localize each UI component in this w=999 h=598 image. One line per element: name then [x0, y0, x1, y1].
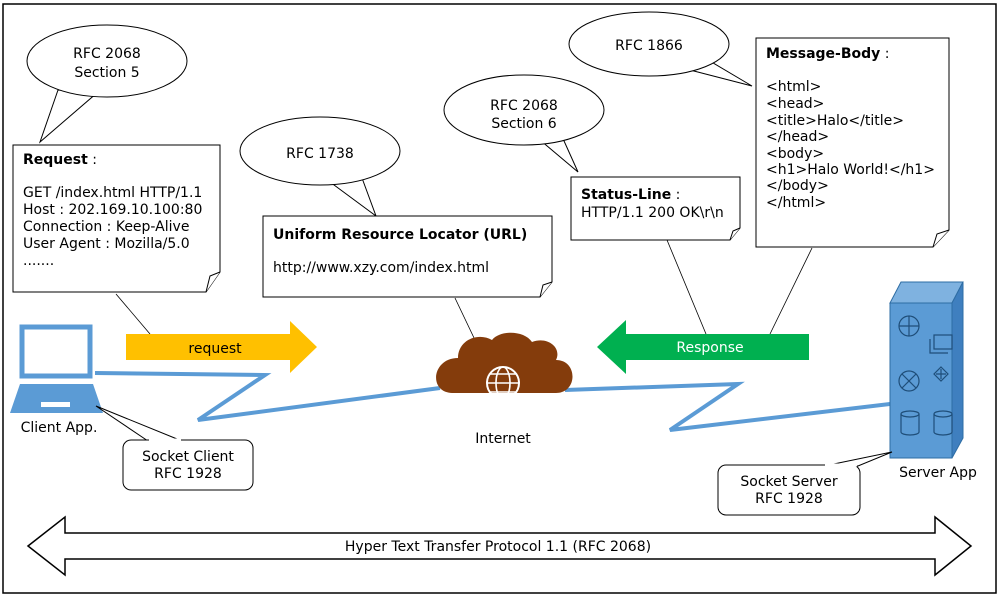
- socket-client-line2: RFC 1928: [154, 466, 222, 482]
- internet-label: Internet: [475, 431, 531, 447]
- response-arrow-label: Response: [676, 340, 743, 356]
- body-line-8: </html>: [766, 195, 826, 211]
- socket-server-line2: RFC 1928: [755, 491, 823, 507]
- body-line-7: </body>: [766, 178, 829, 194]
- svg-text:Request :: Request :: [23, 152, 97, 168]
- diagram-frame: [2, 3, 997, 594]
- status-note: Status-Line : HTTP/1.1 200 OK\r\n: [570, 176, 741, 241]
- status-note-title: Status-Line: [581, 187, 671, 203]
- callout-rfc2068-s5-line2: Section 5: [74, 65, 139, 81]
- request-note-colon: :: [88, 152, 97, 168]
- protocol-double-arrow: Hyper Text Transfer Protocol 1.1 (RFC 20…: [26, 515, 973, 577]
- url-note-title: Uniform Resource Locator (URL): [273, 227, 527, 243]
- callout-rfc1738-text: RFC 1738: [286, 146, 354, 162]
- svg-text:Status-Line :: Status-Line :: [581, 187, 680, 203]
- server-link: [564, 381, 891, 432]
- request-line-1: GET /index.html HTTP/1.1: [23, 185, 202, 201]
- body-line-2: <head>: [766, 96, 824, 112]
- url-pointer: [454, 297, 476, 341]
- request-line-5: .......: [23, 253, 54, 269]
- laptop-icon: [10, 324, 103, 413]
- body-line-3: <title>Halo</title>: [766, 113, 904, 129]
- client-link: [94, 371, 441, 422]
- body-note-title: Message-Body: [766, 46, 880, 62]
- socket-server-line1: Socket Server: [740, 474, 837, 490]
- callout-rfc2068-s5-line1: RFC 2068: [73, 46, 141, 62]
- status-pointer: [666, 239, 707, 335]
- callout-rfc1738: RFC 1738: [239, 116, 401, 218]
- server-label: Server App: [899, 465, 977, 481]
- request-pointer: [115, 293, 151, 335]
- status-note-value: HTTP/1.1 200 OK\r\n: [581, 205, 724, 221]
- body-line-4: </head>: [766, 129, 829, 145]
- protocol-label: Hyper Text Transfer Protocol 1.1 (RFC 20…: [345, 539, 651, 555]
- url-note-value: http://www.xzy.com/index.html: [273, 260, 489, 276]
- callout-rfc2068-section6: RFC 2068 Section 6: [443, 74, 605, 173]
- body-line-6: <h1>Halo World!</h1>: [766, 162, 935, 178]
- client-label: Client App.: [21, 420, 98, 436]
- request-arrow: request: [126, 321, 317, 373]
- internet-cloud-icon: [436, 332, 573, 393]
- body-note-colon: :: [880, 46, 889, 62]
- socket-client-callout: Socket Client RFC 1928: [95, 405, 254, 491]
- socket-server-callout: Socket Server RFC 1928: [717, 451, 893, 516]
- callout-rfc1866-text: RFC 1866: [615, 38, 683, 54]
- request-line-3: Connection : Keep-Alive: [23, 219, 189, 235]
- body-pointer: [769, 247, 813, 335]
- response-arrow: Response: [597, 320, 809, 374]
- message-body-note: Message-Body : <html> <head> <title>Halo…: [755, 37, 950, 248]
- callout-rfc1866: RFC 1866: [568, 11, 753, 87]
- request-note-title: Request: [23, 152, 88, 168]
- svg-text:Message-Body :: Message-Body :: [766, 46, 889, 62]
- request-arrow-label: request: [188, 341, 242, 357]
- callout-rfc2068-s6-line2: Section 6: [491, 116, 556, 132]
- request-note: Request : GET /index.html HTTP/1.1 Host …: [12, 144, 221, 293]
- body-line-1: <html>: [766, 79, 821, 95]
- request-line-2: Host : 202.169.10.100:80: [23, 202, 202, 218]
- request-line-4: User Agent : Mozilla/5.0: [23, 236, 190, 252]
- url-note: Uniform Resource Locator (URL) http://ww…: [262, 215, 553, 298]
- callout-rfc2068-s6-line1: RFC 2068: [490, 98, 558, 114]
- server-icon: [889, 281, 964, 459]
- status-note-colon: :: [671, 187, 680, 203]
- callout-rfc2068-section5: RFC 2068 Section 5: [26, 24, 188, 144]
- socket-client-line1: Socket Client: [142, 449, 234, 465]
- body-line-5: <body>: [766, 146, 824, 162]
- globe-icon: [486, 366, 520, 400]
